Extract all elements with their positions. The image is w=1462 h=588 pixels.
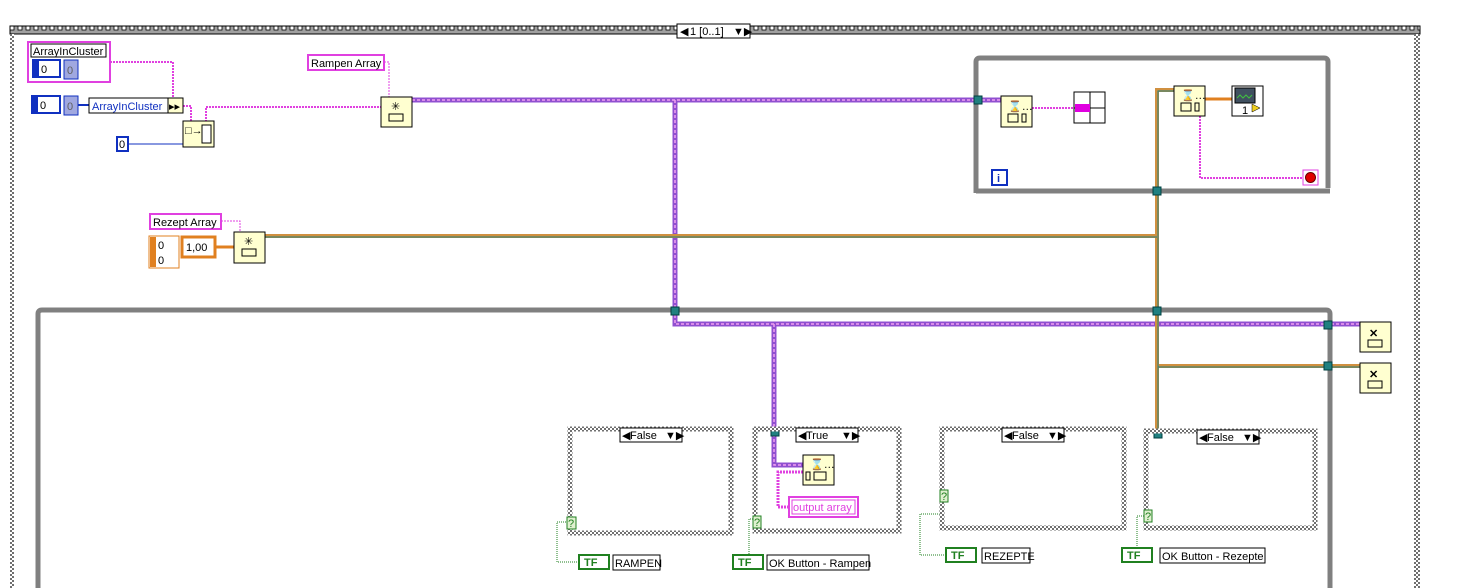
array-element: 0 — [67, 101, 73, 113]
while-loop-bottom — [35, 307, 1333, 588]
svg-text:✳: ✳ — [244, 236, 253, 248]
control-label: OK Button - Rampen — [769, 558, 871, 570]
bundle-by-name-node[interactable]: ArrayInCluster ▸▸ — [88, 97, 184, 114]
case-structure-rampen[interactable]: ◀ False ▼▶ ? — [566, 426, 734, 536]
cluster-index: 0 — [41, 64, 47, 76]
case-selector: False — [630, 430, 657, 442]
svg-text:▼▶: ▼▶ — [841, 430, 861, 442]
cluster-label: ArrayInCluster — [33, 46, 104, 58]
dimension-value: 0 — [119, 139, 125, 151]
svg-text:◀: ◀ — [1199, 432, 1208, 444]
svg-text:?: ? — [941, 491, 947, 503]
cluster-element: 0 — [67, 65, 73, 77]
svg-text:▼▶: ▼▶ — [1047, 430, 1067, 442]
ok-rampen-boolean-control[interactable]: TF OK Button - Rampen — [732, 554, 871, 571]
rezepte-boolean-control[interactable]: TF REZEPTE — [945, 547, 1035, 564]
case-selector: True — [806, 430, 828, 442]
svg-text:⌛…: ⌛… — [1181, 89, 1206, 102]
case-selector: False — [1207, 432, 1234, 444]
case-structure-ok-rampen[interactable]: ◀ True ▼▶ ? ⌛… output array — [752, 426, 902, 534]
rezept-value: 1,00 — [186, 242, 207, 254]
svg-text:▼▶: ▼▶ — [1242, 432, 1262, 444]
control-label: RAMPEN — [615, 558, 662, 570]
close-icon: ✕ — [1369, 369, 1378, 381]
close-icon: ✕ — [1369, 328, 1378, 340]
svg-text:TF: TF — [951, 550, 965, 562]
svg-text:□→: □→ — [185, 125, 203, 137]
array-indicator[interactable] — [1073, 91, 1106, 124]
rezept-index-2: 0 — [158, 255, 164, 267]
ok-rezepte-boolean-control[interactable]: TF OK Button - Rezepte — [1121, 547, 1266, 564]
case-structure-ok-rezepte[interactable]: ◀ False ▼▶ ? — [1143, 428, 1318, 531]
while-loop-top — [973, 55, 1331, 193]
graph-indicator[interactable]: 1 — [1231, 85, 1264, 117]
svg-text:◀: ◀ — [798, 430, 807, 442]
svg-text:▸▸: ▸▸ — [169, 101, 181, 113]
tunnels — [670, 95, 1333, 439]
svg-text:▼▶: ▼▶ — [733, 26, 753, 38]
svg-text:TF: TF — [584, 557, 598, 569]
array-constant[interactable]: 0 0 — [31, 95, 79, 116]
rezept-label: Rezept Array — [153, 217, 217, 229]
svg-text:1: 1 — [1242, 105, 1248, 117]
svg-text:TF: TF — [738, 557, 752, 569]
release-queue-rezept[interactable]: ✕ — [1359, 362, 1392, 394]
queue-icon: ✳ — [391, 101, 400, 113]
svg-text:⌛…: ⌛… — [1008, 100, 1033, 113]
control-label: REZEPTE — [984, 551, 1035, 563]
obtain-queue-rampen[interactable]: ✳ — [380, 96, 413, 128]
svg-text:TF: TF — [1127, 550, 1141, 562]
svg-text:?: ? — [568, 518, 574, 530]
loop-iteration-terminal: i — [991, 169, 1008, 186]
dimension-constant[interactable]: 0 — [116, 136, 129, 152]
rampen-label: Rampen Array — [311, 58, 382, 70]
obtain-queue-rezept[interactable]: ✳ — [233, 231, 266, 264]
wires — [78, 61, 1360, 563]
stop-button[interactable] — [1302, 169, 1319, 186]
rezept-array-constant[interactable]: Rezept Array — [149, 213, 222, 230]
svg-text:i: i — [997, 173, 1000, 185]
sequence-selector-label: 1 [0..1] — [690, 26, 724, 38]
release-queue-rampen[interactable]: ✕ — [1359, 321, 1392, 353]
rezept-index-1: 0 — [158, 240, 164, 252]
svg-text:?: ? — [1145, 511, 1151, 523]
bundle-label: ArrayInCluster — [92, 101, 163, 113]
array-index: 0 — [40, 100, 46, 112]
rampen-array-constant[interactable]: Rampen Array — [307, 54, 385, 71]
cluster-constant[interactable]: ArrayInCluster 0 0 — [27, 41, 111, 83]
svg-text:◀: ◀ — [622, 430, 631, 442]
rampen-boolean-control[interactable]: TF RAMPEN — [578, 554, 662, 571]
sequence-selector[interactable]: ◀ 1 [0..1] ▼▶ — [676, 23, 753, 39]
case-structure-rezepte[interactable]: ◀ False ▼▶ ? — [939, 426, 1127, 531]
output-array-indicator: output array — [793, 502, 852, 514]
svg-text:◀: ◀ — [1004, 430, 1013, 442]
queue-status-node-1[interactable]: ⌛… — [1000, 95, 1033, 128]
svg-text:?: ? — [754, 517, 760, 529]
svg-text:◀: ◀ — [680, 26, 689, 38]
rezept-array-value[interactable]: 0 0 1,00 — [148, 235, 217, 269]
svg-text:▼▶: ▼▶ — [665, 430, 685, 442]
case-selector: False — [1012, 430, 1039, 442]
build-array-node[interactable]: □→ — [182, 120, 215, 148]
svg-text:⌛…: ⌛… — [810, 458, 835, 471]
queue-status-node-2[interactable]: ⌛… — [1173, 85, 1206, 117]
control-label: OK Button - Rezepte — [1162, 551, 1264, 563]
